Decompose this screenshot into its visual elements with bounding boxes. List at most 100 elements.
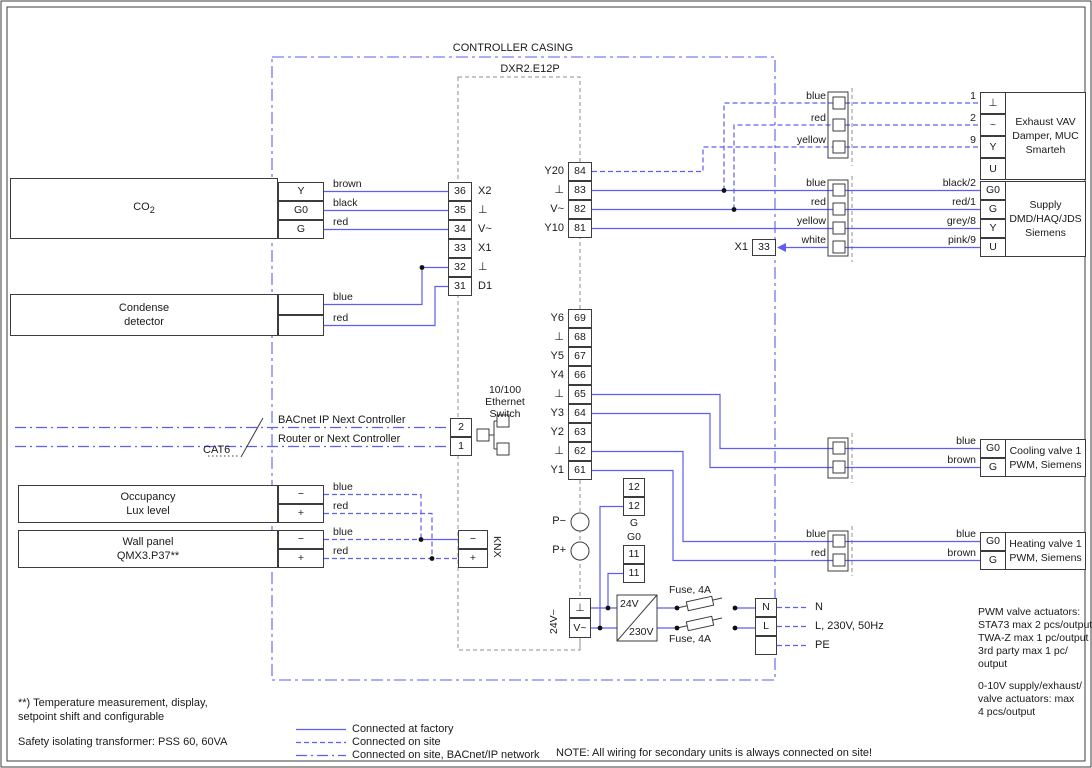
wall-panel-label-line2: QMX3.P37**	[116, 550, 180, 562]
mains-l-label: L, 230V, 50Hz	[815, 620, 884, 632]
pwm-note-line5: output	[978, 658, 1008, 670]
terminal-35: 35	[448, 201, 472, 220]
aux12-cell-bottom: 12	[623, 497, 645, 516]
terminal-34-label: V~	[478, 223, 492, 235]
footnote-line2: setpoint shift and configurable	[18, 711, 165, 723]
terminal-35-label: ⊥	[478, 204, 488, 216]
supply-wire-blue: blue	[806, 177, 826, 189]
terminal-81: 81	[568, 219, 592, 238]
terminal-84-label: Y20	[544, 165, 564, 177]
wire-label-red: red	[333, 545, 349, 557]
x1-ref-label: X1	[734, 241, 748, 253]
junction-dots	[418, 188, 738, 631]
condense-terminal-top	[278, 294, 324, 315]
fuse-bottom-label: Fuse, 4A	[669, 633, 712, 645]
supply-cable-red1: red/1	[952, 196, 976, 208]
condense-terminal-bottom	[278, 315, 324, 336]
heating-connector	[827, 530, 849, 572]
terminal-34: 34	[448, 220, 472, 239]
terminal-36: 36	[448, 182, 472, 201]
cooling-cable-blue: blue	[956, 435, 976, 447]
wire-label-red: red	[333, 216, 349, 228]
ethernet-title-line1: 10/100	[488, 384, 522, 396]
wire-label-blue: blue	[333, 481, 353, 493]
factory-wires	[324, 189, 980, 629]
ethernet-title-line3: Switch	[489, 408, 521, 420]
aux12-cell-top: 12	[623, 478, 645, 497]
ethernet-switch-icon	[476, 414, 510, 456]
x1-arrow	[777, 243, 786, 252]
occupancy-label-line1: Occupancy	[120, 491, 176, 503]
wall-panel-box: Wall panel QMX3.P37**	[18, 530, 278, 568]
transformer-symbol	[616, 594, 658, 642]
terminal-62: 62	[568, 442, 592, 461]
exhaust-terminal-y: Y	[980, 136, 1006, 158]
cooling-cable-brown: brown	[947, 454, 976, 466]
terminal-33-label: X1	[478, 242, 492, 254]
supply-wire-yellow: yellow	[796, 215, 826, 227]
fuse-top-label: Fuse, 4A	[669, 584, 712, 596]
condense-detector-box: Condense detector	[10, 294, 278, 336]
supply-connector	[827, 179, 849, 257]
knx-terminal-plus: +	[458, 549, 488, 568]
main-note: NOTE: All wiring for secondary units is …	[556, 747, 873, 759]
exhaust-terminal-ac: ~	[980, 114, 1006, 136]
exhaust-device-box: Exhaust VAV Damper, MUC Smarteh	[1005, 92, 1086, 180]
legend-bacnet: Connected on site, BACnet/IP network	[352, 749, 540, 761]
terminal-32: 32	[448, 258, 472, 277]
co2-terminal-g0: G0	[278, 201, 324, 220]
terminal-31: 31	[448, 277, 472, 296]
heating-terminal-g: G	[980, 551, 1006, 570]
terminal-69-label: Y6	[550, 312, 564, 324]
legend-lines	[296, 728, 346, 757]
terminal-82-label: V~	[550, 203, 564, 215]
exhaust-wire-blue: blue	[806, 90, 826, 102]
exhaust-terminal-gnd: ⊥	[980, 92, 1006, 114]
terminal-33: 33	[448, 239, 472, 258]
casing-title: CONTROLLER CASING	[440, 42, 586, 55]
supply-terminal-g: G	[980, 200, 1006, 219]
cooling-terminal-g0: G0	[980, 439, 1006, 458]
supply-cable-black2: black/2	[942, 177, 976, 189]
footnote-line1: **) Temperature measurement, display,	[18, 697, 208, 709]
heating-device-box: Heating valve 1 PWM, Siemens	[1005, 532, 1086, 570]
wire-label-brown: brown	[333, 178, 362, 190]
occupancy-terminal-plus: +	[278, 504, 324, 523]
power-24v-label: 24V~	[548, 609, 560, 634]
terminal-66: 66	[568, 366, 592, 385]
exhaust-title-line2: Damper, MUC	[1012, 130, 1079, 142]
supply-terminal-g0: G0	[980, 181, 1006, 200]
co2-terminal-g: G	[278, 220, 324, 239]
terminal-64: 64	[568, 404, 592, 423]
mains-terminal-pe	[755, 636, 777, 655]
terminal-67: 67	[568, 347, 592, 366]
ethernet-title-line2: Ethernet	[485, 396, 525, 408]
knx-label: KNX	[491, 536, 503, 558]
mains-terminal-n: N	[755, 598, 777, 617]
heating-cable-brown: brown	[947, 547, 976, 559]
pressure-plus-label: P+	[552, 544, 566, 556]
v010-note-line1: 0-10V supply/exhaust/	[978, 680, 1082, 692]
exhaust-title-line3: Smarteh	[1025, 144, 1066, 156]
terminal-83: 83	[568, 181, 592, 200]
supply-cable-pink9: pink/9	[947, 234, 976, 246]
terminal-81-label: Y10	[544, 222, 564, 234]
heating-title-line1: Heating valve 1	[1009, 538, 1082, 550]
exhaust-wire-yellow: yellow	[796, 134, 826, 146]
supply-title-line3: Siemens	[1025, 227, 1066, 239]
terminal-67-label: Y5	[550, 350, 564, 362]
mains-terminal-l: L	[755, 617, 777, 636]
wall-panel-terminal-minus: −	[278, 530, 324, 549]
pressure-minus-label: P−	[552, 515, 566, 527]
cooling-connector	[827, 437, 849, 479]
ethernet-port-1: 1	[450, 437, 472, 456]
transformer-24v-label: 24V	[620, 598, 639, 610]
heating-title-line2: PWM, Siemens	[1009, 552, 1082, 564]
terminal-36-label: X2	[478, 185, 492, 197]
mains-pe-label: PE	[815, 639, 830, 651]
site-wires	[324, 102, 980, 647]
cat6-label: CAT6	[203, 444, 231, 456]
controller-casing-outline	[271, 56, 776, 681]
ethernet-port-2: 2	[450, 418, 472, 437]
